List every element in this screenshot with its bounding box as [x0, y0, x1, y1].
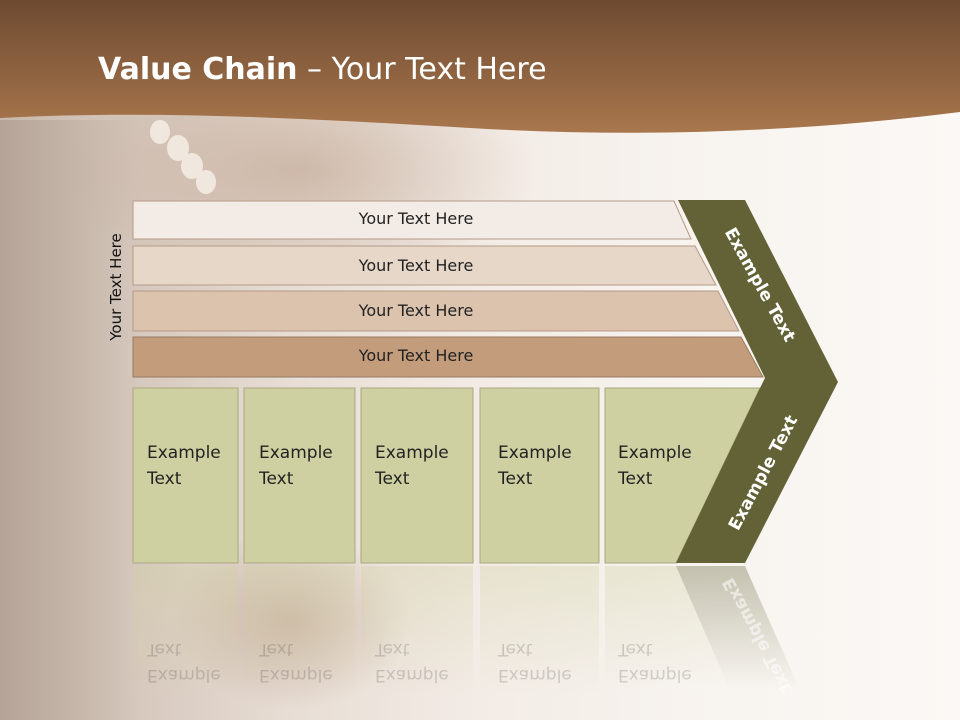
- box-1: [132, 387, 239, 564]
- bar-1: [132, 200, 692, 240]
- box-3-label: Example Text: [375, 443, 449, 489]
- bar-4: [132, 336, 764, 378]
- box-4-reflection: Example Text: [498, 639, 572, 685]
- margin-chevron: [676, 200, 838, 563]
- bar-3: [132, 290, 740, 332]
- bar-1-label: Your Text Here: [358, 209, 474, 228]
- box-5-reflection: Example Text: [618, 639, 692, 685]
- side-label: Your Text Here: [107, 233, 125, 341]
- box-2-label: Example Text: [259, 443, 333, 489]
- box-2-reflection: Example Text: [259, 639, 333, 685]
- box-2: [243, 387, 356, 564]
- header-band: [0, 0, 960, 133]
- bar-3-label: Your Text Here: [358, 301, 474, 320]
- bar-4-label: Your Text Here: [358, 346, 474, 365]
- bar-2-label: Your Text Here: [358, 256, 474, 275]
- box-3-reflection: Example Text: [375, 639, 449, 685]
- bar-2: [132, 245, 717, 286]
- page-title: Value Chain – Your Text Here: [98, 52, 547, 87]
- box-4: [479, 387, 600, 564]
- box-1-label: Example Text: [147, 443, 221, 489]
- box-1-reflection: Example Text: [147, 639, 221, 685]
- smile-detail: [150, 120, 216, 194]
- box-5-label: Example Text: [618, 443, 692, 489]
- box-3: [360, 387, 474, 564]
- box-4-label: Example Text: [498, 443, 572, 489]
